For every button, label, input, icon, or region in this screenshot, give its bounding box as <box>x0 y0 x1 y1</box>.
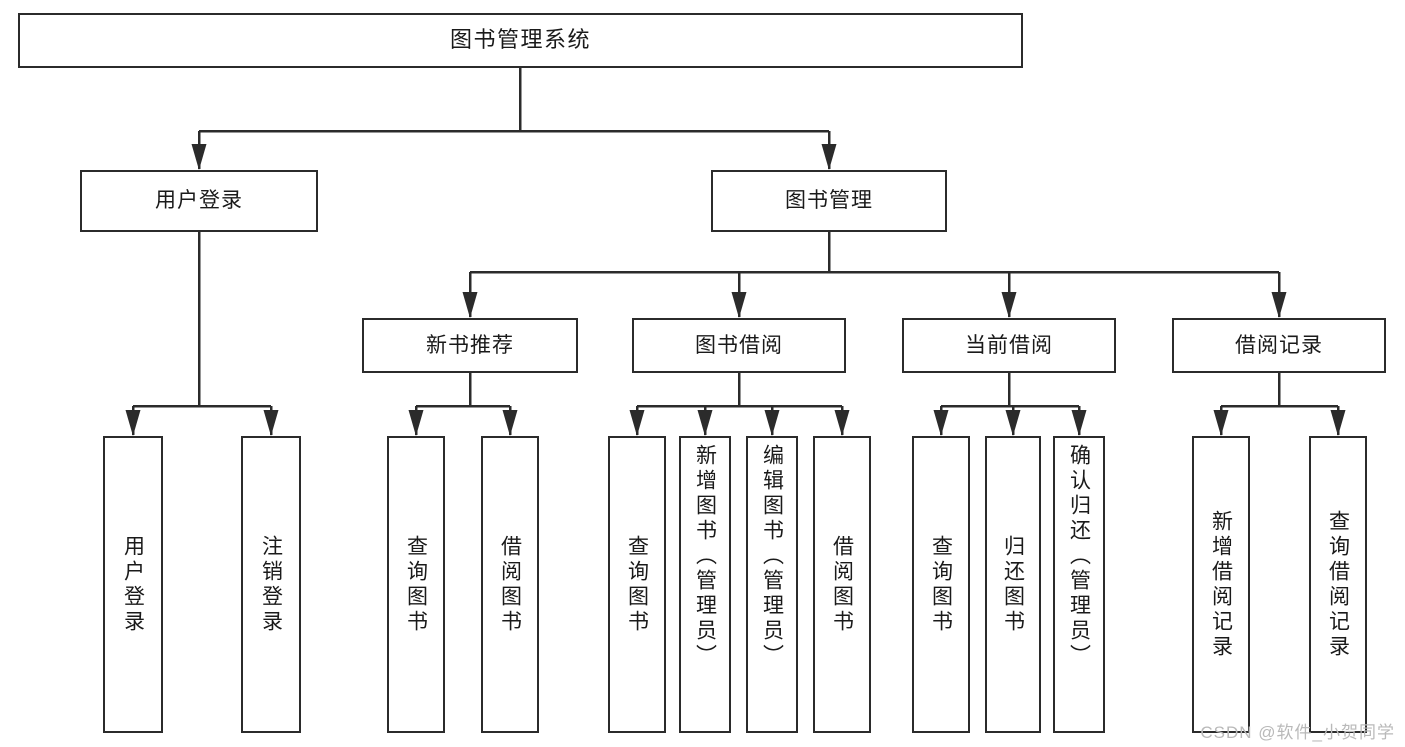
node-label: 用户登录 <box>155 189 243 213</box>
arrowhead-icon <box>697 410 713 436</box>
node-l8[interactable]: 借阅图书 <box>813 436 871 733</box>
node-l13[interactable]: 查询借阅记录 <box>1309 436 1367 733</box>
node-l10[interactable]: 归还图书 <box>985 436 1041 733</box>
node-bookmgmt[interactable]: 图书管理 <box>711 170 947 232</box>
node-label: 图书管理 <box>785 189 873 213</box>
node-label: 当前借阅 <box>965 333 1053 357</box>
arrowhead-icon <box>1213 410 1229 436</box>
node-l5[interactable]: 查询图书 <box>608 436 666 733</box>
node-login[interactable]: 用户登录 <box>80 170 318 232</box>
node-label: 新增借阅记录 <box>1209 509 1233 660</box>
arrowhead-icon <box>502 410 518 436</box>
arrowhead-icon <box>1271 292 1287 318</box>
node-l2[interactable]: 注销登录 <box>241 436 301 733</box>
arrowhead-icon <box>1005 410 1021 436</box>
node-label: 确认归还（管理员） <box>1067 444 1091 669</box>
node-l7[interactable]: 编辑图书（管理员） <box>746 436 798 733</box>
arrowhead-icon <box>764 410 780 436</box>
node-label: 查询图书 <box>404 534 428 635</box>
arrowhead-icon <box>821 144 837 170</box>
node-label: 归还图书 <box>1001 534 1025 635</box>
node-newbook[interactable]: 新书推荐 <box>362 318 578 373</box>
arrowhead-icon <box>731 292 747 318</box>
node-label: 注销登录 <box>259 534 283 635</box>
watermark-text: CSDN @软件_小贺同学 <box>1200 723 1395 742</box>
arrowhead-icon <box>263 410 279 436</box>
arrowhead-icon <box>629 410 645 436</box>
node-label: 图书管理系统 <box>449 27 591 53</box>
node-label: 新增图书（管理员） <box>693 444 717 669</box>
node-label: 编辑图书（管理员） <box>760 444 784 669</box>
arrowhead-icon <box>834 410 850 436</box>
node-label: 借阅图书 <box>830 534 854 635</box>
node-label: 查询借阅记录 <box>1326 509 1350 660</box>
arrowhead-icon <box>1071 410 1087 436</box>
arrowhead-icon <box>462 292 478 318</box>
arrowhead-icon <box>125 410 141 436</box>
node-records[interactable]: 借阅记录 <box>1172 318 1386 373</box>
node-label: 图书借阅 <box>695 333 783 357</box>
arrowhead-icon <box>408 410 424 436</box>
node-label: 查询图书 <box>625 534 649 635</box>
arrowhead-icon <box>1001 292 1017 318</box>
arrowhead-icon <box>1330 410 1346 436</box>
node-l6[interactable]: 新增图书（管理员） <box>679 436 731 733</box>
node-label: 借阅图书 <box>498 534 522 635</box>
node-label: 查询图书 <box>929 534 953 635</box>
node-l4[interactable]: 借阅图书 <box>481 436 539 733</box>
node-borrow[interactable]: 图书借阅 <box>632 318 846 373</box>
node-l1[interactable]: 用户登录 <box>103 436 163 733</box>
node-l12[interactable]: 新增借阅记录 <box>1192 436 1250 733</box>
node-l3[interactable]: 查询图书 <box>387 436 445 733</box>
node-l11[interactable]: 确认归还（管理员） <box>1053 436 1105 733</box>
node-label: 用户登录 <box>121 534 145 635</box>
node-l9[interactable]: 查询图书 <box>912 436 970 733</box>
node-root[interactable]: 图书管理系统 <box>18 13 1023 68</box>
node-label: 新书推荐 <box>426 333 514 357</box>
node-label: 借阅记录 <box>1235 333 1323 357</box>
arrowhead-icon <box>933 410 949 436</box>
node-current[interactable]: 当前借阅 <box>902 318 1116 373</box>
arrowhead-icon <box>191 144 207 170</box>
